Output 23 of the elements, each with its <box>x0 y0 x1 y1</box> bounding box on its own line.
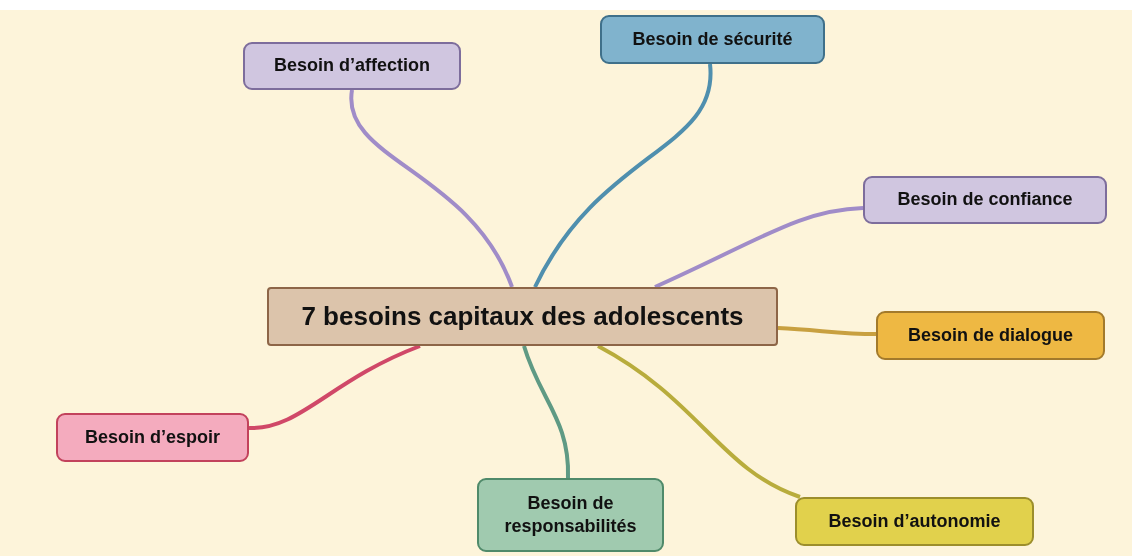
topic-box <box>243 42 461 90</box>
topic-box <box>795 497 1034 546</box>
topic-label: Besoin de dialogue <box>908 323 1073 347</box>
connector-line <box>654 206 864 289</box>
topic-label: Besoin de sécurité <box>632 27 793 51</box>
connector-line <box>597 344 801 499</box>
topic-box <box>56 413 249 462</box>
topic-box <box>863 176 1107 224</box>
topic-box <box>600 15 825 64</box>
connector-line <box>349 89 514 288</box>
topic-label: Besoin de confiance <box>897 188 1073 212</box>
topic-box <box>477 478 664 552</box>
connector-line <box>533 64 712 288</box>
topic-box <box>876 311 1105 360</box>
topic-label: Besoin d’affection <box>274 54 430 78</box>
central-topic-box <box>267 287 778 346</box>
topic-label: Besoin d’espoir <box>85 425 220 449</box>
connector-line <box>777 326 877 336</box>
connector-line <box>522 345 570 479</box>
topic-label: Besoin d’autonomie <box>828 509 1001 533</box>
connector-line <box>248 344 421 430</box>
topic-label: 7 besoins capitaux des adolescents <box>301 299 744 333</box>
topic-label: Besoin de responsabilités <box>503 491 638 538</box>
